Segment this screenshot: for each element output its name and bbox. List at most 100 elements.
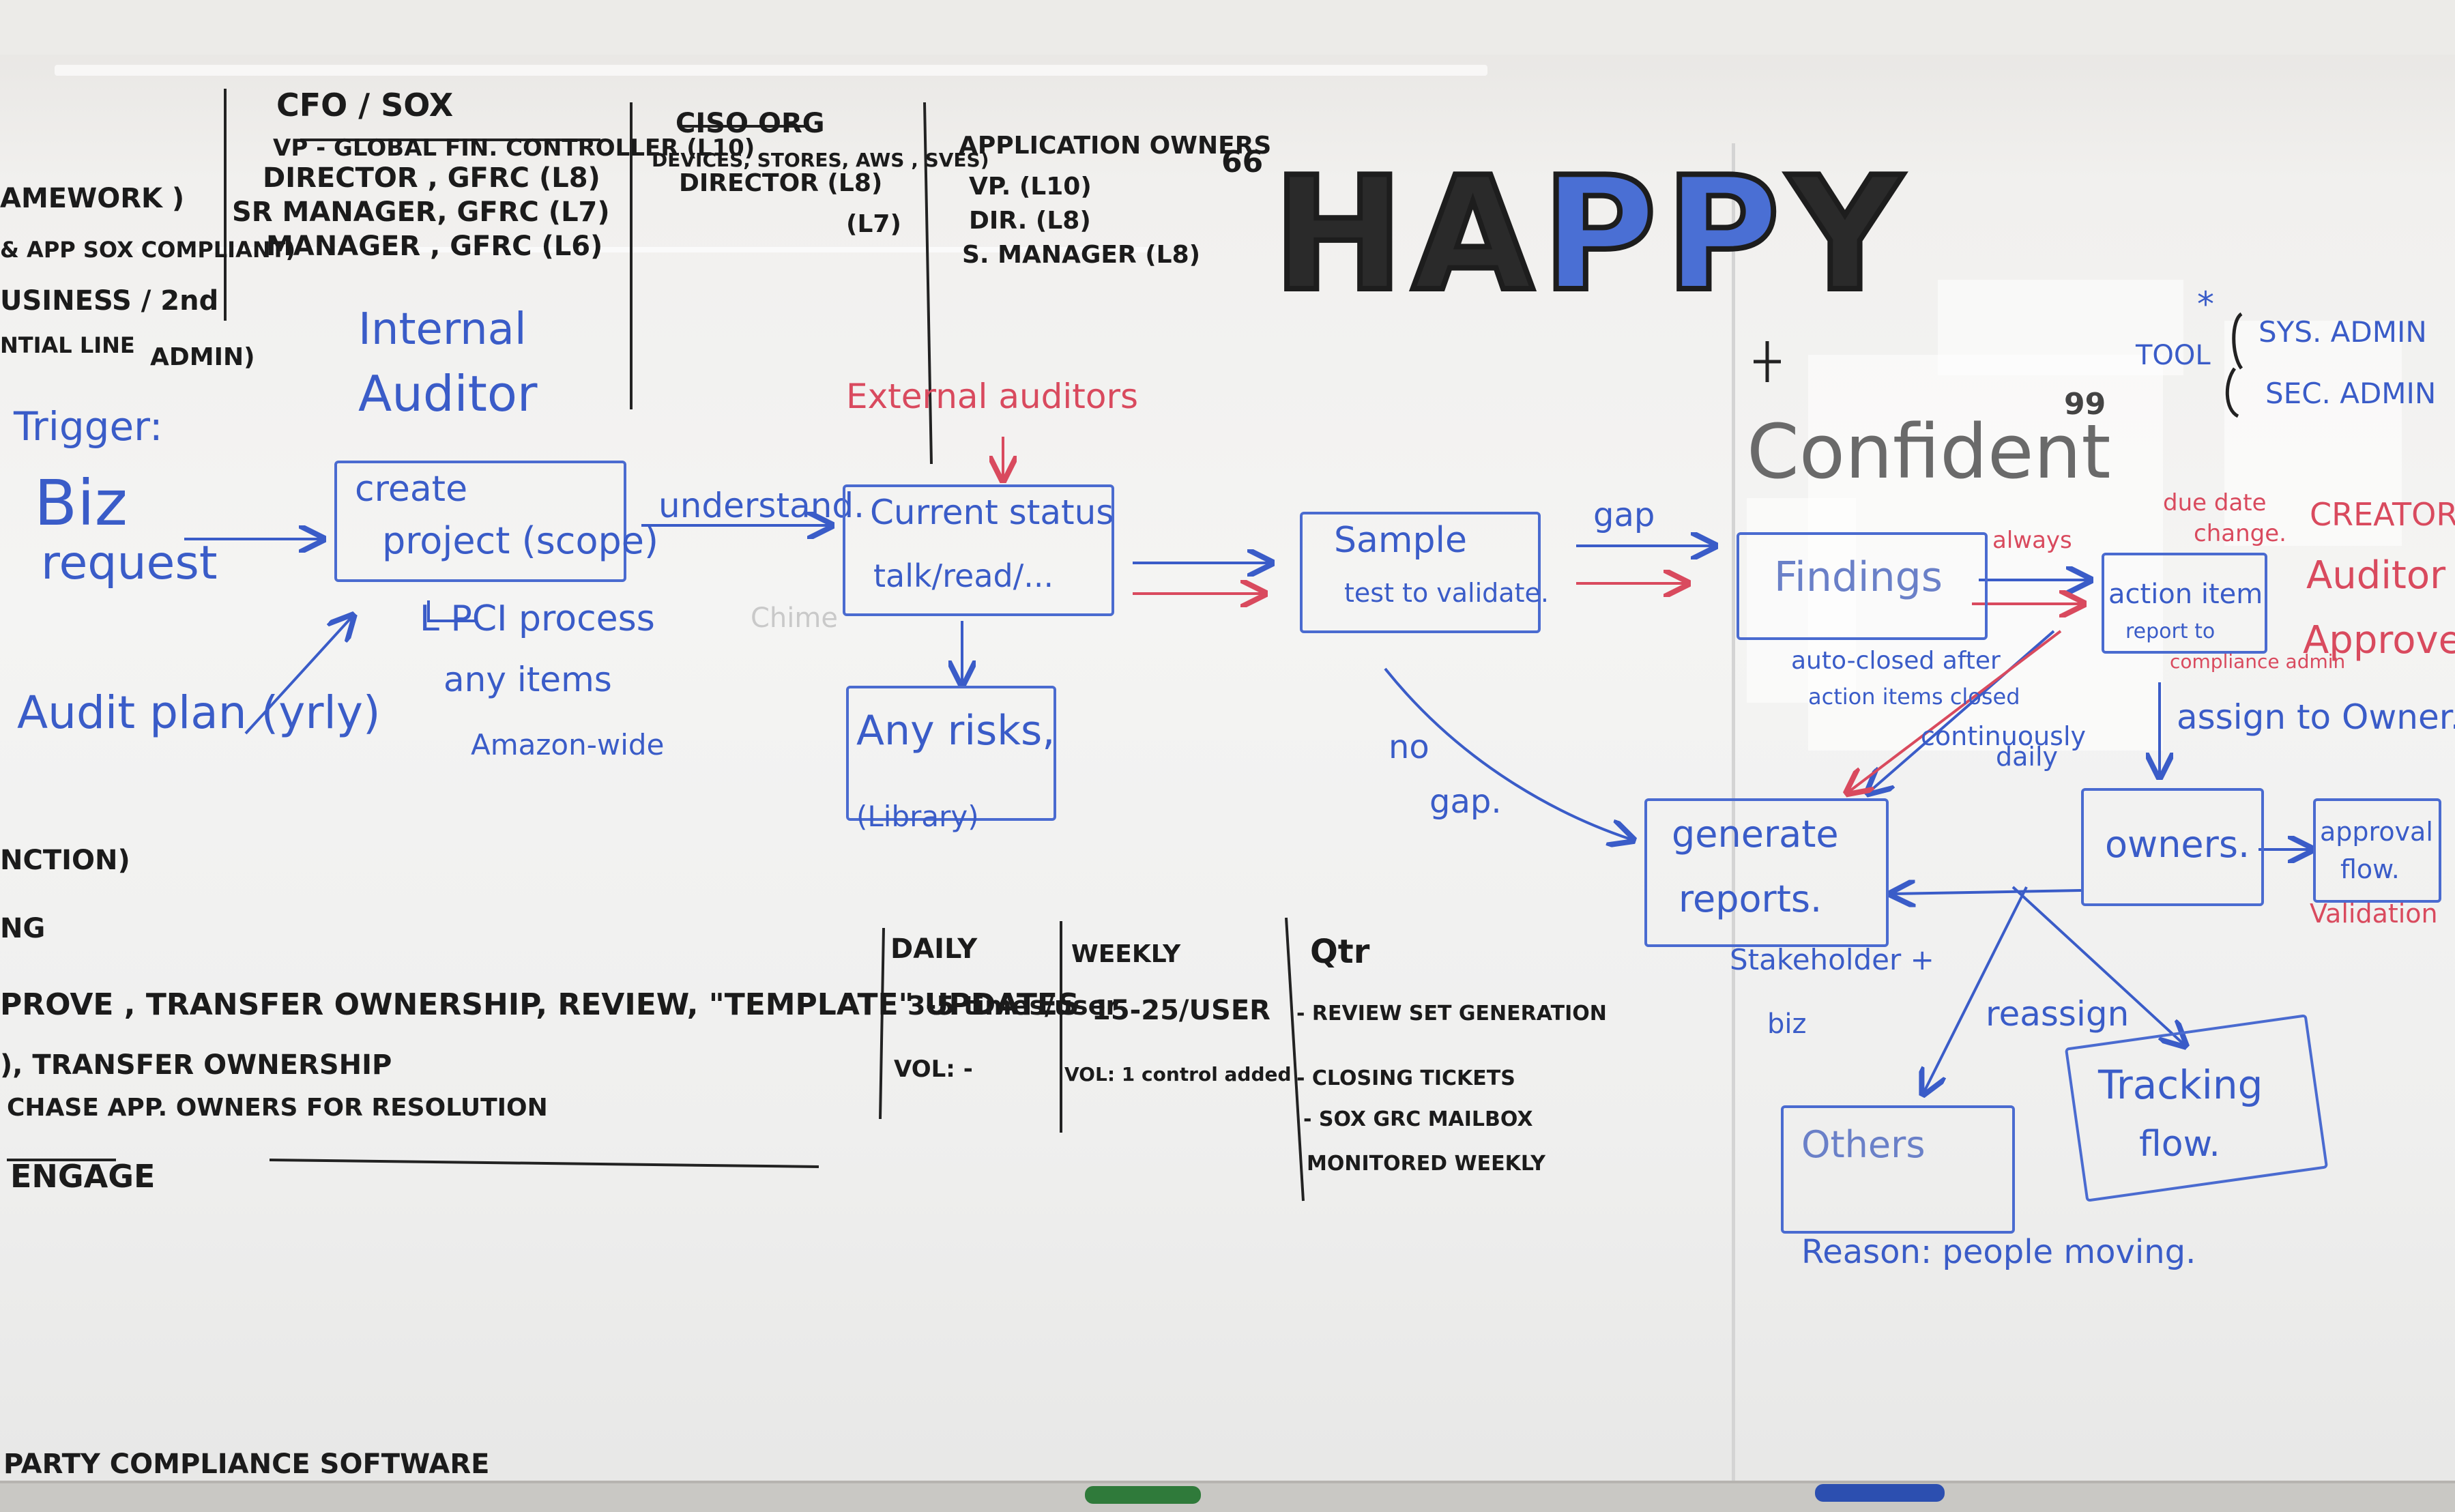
quote-open: 66 — [1221, 145, 1264, 179]
audit-plan: Audit plan (yrly) — [17, 686, 381, 739]
table-divider — [879, 927, 885, 1120]
create-project-text: project (scope) — [382, 519, 659, 562]
left-cut-text: USINESS / 2nd — [0, 285, 219, 317]
sample-text: test to validate. — [1344, 578, 1549, 608]
owners-text: owners. — [2105, 823, 2250, 866]
trigger-label: Trigger: — [14, 403, 163, 450]
ciso-line: DEVICES, STORES, AWS , SVES) — [652, 149, 989, 171]
table-qtr-cell: MONITORED WEEKLY — [1307, 1152, 1546, 1176]
app-owners-line: VP. (L10) — [969, 173, 1092, 201]
approval-flow-text: approval — [2320, 817, 2433, 847]
risks-library: (Library) — [856, 800, 979, 833]
approval-flow-text: flow. — [2340, 854, 2400, 884]
role-approver: Approver — [2303, 618, 2455, 663]
internal-auditor: Auditor — [358, 365, 538, 422]
no-gap-label: gap. — [1429, 783, 1502, 821]
findings-text: Findings — [1774, 553, 1943, 601]
table-qtr-cell: - REVIEW SET GENERATION — [1296, 1002, 1607, 1026]
reason-label: Reason: people moving. — [1801, 1233, 2196, 1271]
tool-label: TOOL — [2136, 340, 2211, 371]
table-qtr-cell: - SOX GRC MAILBOX — [1303, 1107, 1533, 1131]
ciso-line: DIRECTOR (L8) — [679, 169, 883, 197]
app-owners-line: DIR. (L8) — [969, 207, 1091, 235]
validation-label: Validation — [2310, 899, 2438, 929]
tool-star: * — [2197, 285, 2214, 324]
happy-letter: P — [1662, 144, 1788, 326]
reassign-label: reassign — [1986, 994, 2130, 1034]
table-daily-cell: VOL: - — [894, 1056, 973, 1083]
no-gap-label: no — [1389, 728, 1429, 766]
always-label: always — [1992, 527, 2072, 554]
app-owners-line: S. MANAGER (L8) — [962, 241, 1201, 269]
tool-item: SEC. ADMIN — [2265, 377, 2437, 410]
bottom-text: NCTION) — [0, 845, 130, 876]
quote-close: 99 — [2064, 387, 2106, 422]
pci-text: Amazon-wide — [471, 728, 665, 761]
marker-tray — [0, 1481, 2455, 1512]
app-owners-title: APPLICATION OWNERS — [959, 132, 1272, 160]
owners-box — [2081, 788, 2264, 906]
stakeholder-label: biz — [1767, 1008, 1807, 1040]
generate-reports-box — [1644, 798, 1889, 947]
bottom-text: CHASE APP. OWNERS FOR RESOLUTION — [7, 1094, 548, 1122]
divider-line — [923, 102, 933, 465]
left-cut-text: ADMIN) — [150, 343, 255, 371]
approval-flow-box — [2313, 798, 2441, 903]
light-glare — [136, 247, 1160, 252]
left-cut-text: & APP SOX COMPLIANT) — [0, 237, 296, 263]
table-weekly-cell: VOL: 1 control added — [1064, 1063, 1292, 1086]
action-item-text: action item — [2108, 579, 2263, 610]
action-item-box — [2102, 553, 2267, 654]
table-divider — [1285, 917, 1305, 1202]
pci-text: any items — [444, 660, 612, 699]
trigger-request: Biz — [34, 467, 128, 540]
window-reflection — [1938, 280, 2183, 375]
tool-item: SYS. ADMIN — [2258, 315, 2427, 349]
stakeholder-label: Stakeholder + — [1730, 943, 1934, 976]
table-weekly-header: WEEKLY — [1071, 940, 1181, 968]
assign-label: assign to Owner. "T — [2177, 697, 2455, 737]
generate-reports-text: reports. — [1679, 877, 1822, 920]
board-seam — [1732, 143, 1735, 1481]
role-creator: CREATOR — [2310, 496, 2455, 533]
trigger-request: request — [41, 536, 218, 590]
blue-marker — [1815, 1484, 1945, 1502]
continuously-label: continuously — [1921, 721, 2087, 751]
due-date-label: due date — [2163, 489, 2267, 517]
cfo-line: MANAGER , GFRC (L6) — [266, 231, 603, 262]
findings-box — [1737, 532, 1988, 640]
sample-text: Sample — [1334, 520, 1467, 561]
external-auditors: External auditors — [846, 377, 1139, 416]
left-cut-text: NTIAL LINE — [0, 332, 135, 358]
understand-label: understand. — [658, 486, 865, 525]
continuously-label: daily — [1996, 742, 2059, 772]
others-text: Others — [1801, 1123, 1926, 1166]
due-date-label: change. — [2194, 520, 2286, 547]
confident-word: Confident — [1747, 408, 2111, 495]
cfo-title: CFO / SOX — [276, 87, 454, 123]
sample-box — [1300, 512, 1541, 633]
happy-word: HAPPY — [1270, 154, 1910, 317]
role-auditor: Auditor — [2306, 553, 2446, 598]
pci-text: L PCI process — [420, 598, 655, 639]
auto-closed-label: action items closed — [1808, 684, 2020, 710]
action-item-text: report to — [2125, 620, 2216, 643]
internal-auditor: Internal — [358, 304, 527, 355]
table-daily-cell: 3-5 times/user — [907, 991, 1119, 1021]
bottom-text: ENGAGE — [10, 1158, 156, 1195]
compliance-admin-label: compliance admin — [2170, 650, 2346, 673]
bottom-text: NG — [0, 913, 46, 944]
table-qtr-cell: - CLOSING TICKETS — [1296, 1066, 1515, 1090]
ciso-title: CISO ORG — [676, 108, 825, 139]
auto-closed-label: auto-closed after — [1791, 647, 2001, 675]
table-weekly-cell: 15-25/USER — [1092, 995, 1270, 1026]
chime-reflection: Chime — [751, 602, 838, 634]
bottom-text: PARTY COMPLIANCE SOFTWARE — [3, 1449, 490, 1480]
cfo-line: VP - GLOBAL FIN. CONTROLLER (L10) — [273, 134, 755, 162]
create-project-box — [334, 461, 626, 582]
generate-reports-text: generate — [1672, 813, 1839, 856]
current-status-box — [843, 484, 1114, 616]
happy-letter: A — [1409, 144, 1542, 326]
green-marker — [1085, 1486, 1201, 1504]
